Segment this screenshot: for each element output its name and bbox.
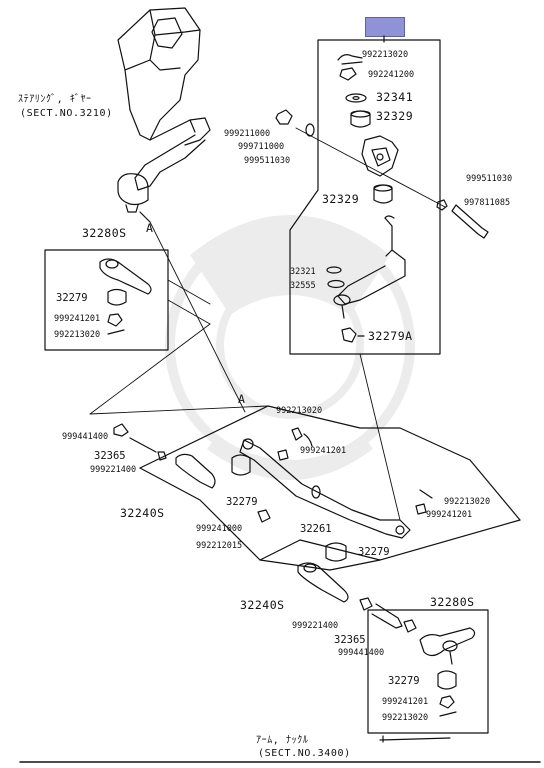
idler-box-outline <box>289 35 441 355</box>
part-999711000[interactable]: 999711000 <box>238 142 285 152</box>
part-999441400-right[interactable]: 999441400 <box>338 648 385 658</box>
part-999211000[interactable]: 999211000 <box>224 129 271 139</box>
steering-ref-line2: (SECT.NO.3210) <box>20 108 113 119</box>
highlight-marker[interactable] <box>365 17 405 37</box>
part-997811085[interactable]: 997811085 <box>464 198 511 208</box>
part-992213020-top[interactable]: 992213020 <box>362 50 409 60</box>
part-999241201-left[interactable]: 999241201 <box>54 314 101 324</box>
arm-ref-line2: (SECT.NO.3400) <box>258 748 351 759</box>
part-32329-mid[interactable]: 32329 <box>322 192 360 206</box>
part-992212015[interactable]: 992212015 <box>196 541 243 551</box>
part-32240S-left[interactable]: 32240S <box>120 506 165 520</box>
idler-parts <box>275 54 489 343</box>
part-999441400-left[interactable]: 999441400 <box>62 432 109 442</box>
part-992241200[interactable]: 992241200 <box>368 70 415 80</box>
part-999221400-right[interactable]: 999221400 <box>292 621 339 631</box>
steering-gear-box <box>117 7 211 146</box>
part-999221400-left[interactable]: 999221400 <box>90 465 137 475</box>
part-32240S-right[interactable]: 32240S <box>240 598 285 612</box>
part-999241201-center[interactable]: 999241201 <box>300 446 347 456</box>
part-32279-center[interactable]: 32279 <box>226 496 258 508</box>
part-992213020-center[interactable]: 992213020 <box>276 406 323 416</box>
part-32555[interactable]: 32555 <box>290 281 316 291</box>
part-999241201-bottom-right[interactable]: 999241201 <box>382 697 429 707</box>
part-32280S-right[interactable]: 32280S <box>430 595 475 609</box>
relay-rod-section <box>113 405 521 633</box>
part-999241000[interactable]: 999241000 <box>196 524 243 534</box>
left-tie-rod-box <box>44 249 211 351</box>
leader-lines <box>89 221 401 521</box>
pitman-arm <box>117 134 206 223</box>
part-32279A[interactable]: 32279A <box>368 329 413 343</box>
part-32341[interactable]: 32341 <box>376 90 414 104</box>
steering-ref-line1: ｽﾃｱﾘﾝｸﾞ, ｷﾞﾔｰ <box>18 94 92 105</box>
right-tie-rod-box <box>367 609 489 743</box>
part-32365-right[interactable]: 32365 <box>334 634 366 646</box>
marker-a-top: A <box>146 221 154 235</box>
part-32329-top[interactable]: 32329 <box>376 109 414 123</box>
part-32279-left[interactable]: 32279 <box>56 292 88 304</box>
arm-ref-line1: ｱｰﾑ, ﾅｯｸﾙ <box>256 735 309 746</box>
part-999511030-left[interactable]: 999511030 <box>244 156 291 166</box>
part-999511030-right[interactable]: 999511030 <box>466 174 513 184</box>
part-999241201-right[interactable]: 999241201 <box>426 510 473 520</box>
part-32279-bottom-right[interactable]: 32279 <box>388 675 420 687</box>
part-992213020-right[interactable]: 992213020 <box>444 497 491 507</box>
part-992213020-left[interactable]: 992213020 <box>54 330 101 340</box>
marker-a-bottom: A <box>238 392 246 406</box>
part-32261[interactable]: 32261 <box>300 523 332 535</box>
part-32280S-left[interactable]: 32280S <box>82 226 127 240</box>
part-992213020-bottom-right[interactable]: 992213020 <box>382 713 429 723</box>
part-32365-left[interactable]: 32365 <box>94 450 126 462</box>
part-32279-right[interactable]: 32279 <box>358 546 390 558</box>
part-32321[interactable]: 32321 <box>290 267 316 277</box>
